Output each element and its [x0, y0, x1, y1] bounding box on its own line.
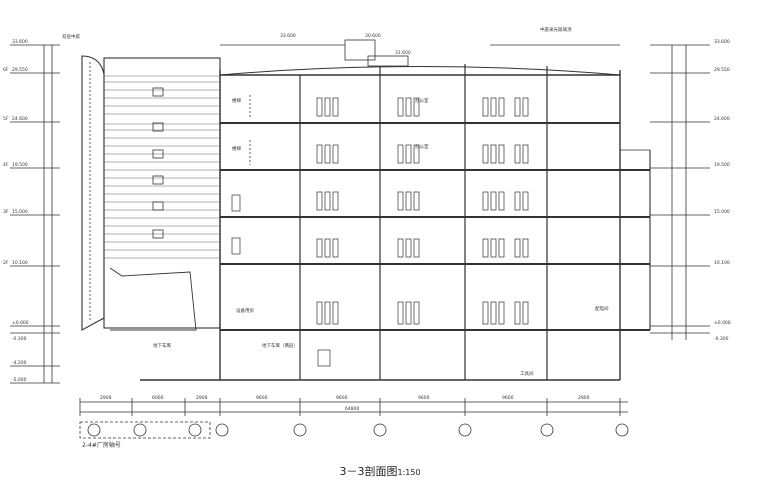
level-left-minus-5: -5.000	[12, 377, 27, 383]
level-left-minus-42: -4.200	[12, 360, 27, 366]
level-right-3f: 15.000	[714, 209, 730, 215]
room-tools: 工具间	[520, 370, 534, 377]
level-left-6f: 29.550	[12, 67, 28, 73]
floor-left-2f: 2F	[3, 260, 9, 266]
axis-dim-7: 9600	[502, 395, 514, 401]
axis-dim-2: 6000	[152, 395, 164, 401]
floor-left-4f: 4F	[3, 162, 9, 168]
axis-dim-5: 9600	[336, 395, 348, 401]
axis-dim-3: 2900	[196, 395, 208, 401]
level-left-minus-03: -0.300	[12, 336, 27, 342]
level-right-4f: 19.500	[714, 162, 730, 168]
axis-total-dim: 64800	[345, 406, 359, 412]
room-office-1: 办公室	[415, 97, 429, 104]
room-garage: 地下车库	[153, 342, 171, 349]
roof-label-4: 中庭采光玻璃顶	[540, 26, 572, 33]
caption-scale: 1:150	[397, 468, 421, 477]
caption-title: 3－3剖面图	[339, 465, 398, 478]
room-stair-1: 楼梯	[232, 97, 241, 104]
floor-left-5f: 5F	[3, 116, 9, 122]
level-left-roof: 33.600	[12, 39, 28, 45]
level-right-2f: 10.100	[714, 260, 730, 266]
roof-label-3: 31.600	[395, 50, 411, 56]
axis-dim-1: 2900	[100, 395, 112, 401]
level-left-ground: ±0.000	[12, 320, 29, 326]
axis-dim-8: 2900	[578, 395, 590, 401]
axis-dim-4: 9600	[256, 395, 268, 401]
top-left-note: 双层中庭	[62, 33, 80, 40]
level-right-6f: 29.550	[714, 67, 730, 73]
room-stair-2: 楼梯	[232, 145, 241, 152]
level-right-ground: ±0.000	[714, 320, 731, 326]
room-power: 配电间	[595, 305, 609, 312]
level-right-minus-03: -0.300	[714, 336, 729, 342]
room-equipment: 设备用房	[236, 307, 254, 314]
roof-label-2: 30.600	[365, 33, 381, 39]
room-garage-2: 地下车库（两层）	[262, 342, 298, 349]
drawing-caption: 3－3剖面图1:150	[0, 463, 760, 479]
level-left-3f: 15.000	[12, 209, 28, 215]
floor-left-6f: 6F	[3, 67, 9, 73]
axis-legend: 2-4#厂房轴号	[82, 441, 121, 449]
axis-dim-6: 9600	[418, 395, 430, 401]
floor-left-3f: 3F	[3, 209, 9, 215]
level-left-4f: 19.500	[12, 162, 28, 168]
level-right-5f: 24.600	[714, 116, 730, 122]
room-office-2: 办公室	[415, 143, 429, 150]
level-left-2f: 10.100	[12, 260, 28, 266]
roof-label-1: 33.600	[280, 33, 296, 39]
level-right-roof: 33.600	[714, 39, 730, 45]
level-left-5f: 24.600	[12, 116, 28, 122]
